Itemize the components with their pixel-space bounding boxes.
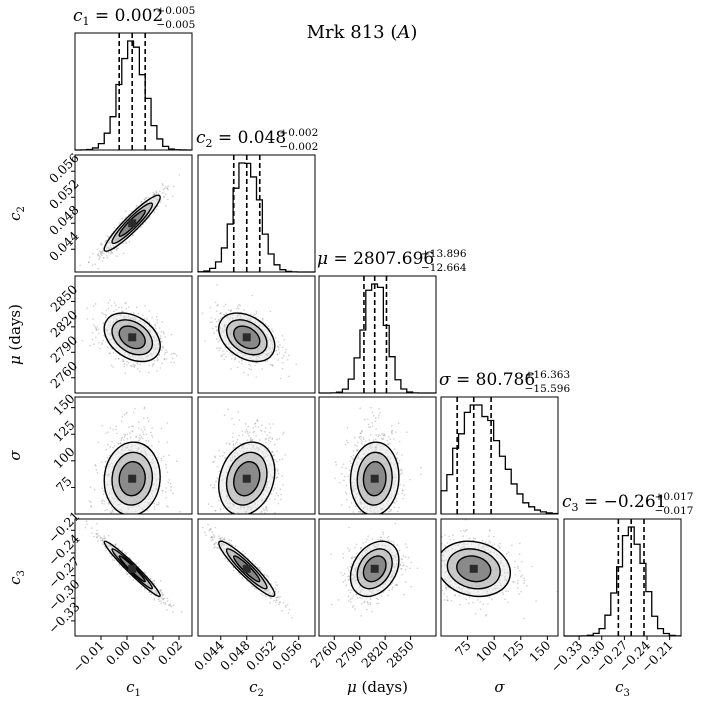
x-tick-label: 75 (452, 638, 474, 660)
y-tick-label: 100 (50, 444, 78, 472)
axis-label-c3: c3 (615, 678, 630, 699)
figure-title-main: Mrk 813 ( (307, 22, 398, 43)
scatter-content (195, 284, 297, 379)
axis-label-days: μ (days) (6, 304, 24, 365)
scatter-content (334, 392, 422, 548)
density-core (128, 333, 136, 341)
axis-label-c2: c2 (249, 678, 264, 699)
y-tick-label: 0.056 (46, 150, 82, 186)
panel-title-0: c1 = 0.002 (73, 6, 163, 28)
panel-title-plus-4: +0.017 (655, 491, 694, 503)
density-core (243, 475, 251, 483)
histogram-steps (441, 405, 558, 514)
x-tick-label: 2790 (333, 637, 366, 670)
scatter-panel-4-2 (319, 516, 436, 636)
figure-title-close: ) (410, 22, 417, 43)
scatter-panel-1-0 (75, 155, 192, 272)
density-core (371, 565, 379, 573)
hist-frame (198, 155, 315, 272)
axis-label-: σ (494, 678, 505, 696)
histogram-steps (564, 527, 681, 636)
histogram-steps (75, 41, 192, 150)
density-core (243, 333, 251, 341)
scatter-content (415, 519, 558, 619)
panel-title-minus-0: −0.005 (156, 19, 195, 31)
density-core (243, 565, 251, 573)
x-tick-label: 0.02 (155, 638, 185, 668)
scatter-content (85, 520, 183, 612)
panel-title-plus-1: +0.002 (279, 127, 318, 139)
histogram-steps (198, 163, 315, 272)
panel-title-4: c3 = −0.261 (562, 492, 667, 514)
scatter-content (202, 524, 293, 619)
y-tick-label: 75 (53, 473, 75, 495)
density-core (470, 565, 478, 573)
hist-panel-0: c1 = 0.002+0.005 −0.005 (73, 5, 195, 150)
x-tick-label: 125 (499, 638, 526, 665)
panel-title-3: σ = 80.786 (439, 370, 535, 390)
x-tick-label: 150 (526, 637, 554, 665)
panel-title-plus-3: +16.363 (525, 369, 571, 381)
histogram-steps (319, 284, 436, 393)
scatter-panel-4-3 (415, 519, 558, 636)
x-tick-label: 2820 (358, 637, 391, 670)
figure-title: Mrk 813 (A) (307, 22, 418, 43)
scatter-content (208, 409, 286, 547)
scatter-panel-3-0 (75, 394, 197, 542)
scatter-panel-3-1 (198, 397, 315, 547)
axis-label-c1: c1 (126, 678, 141, 699)
axis-label-: σ (6, 450, 24, 461)
scatter-panel-2-0 (75, 276, 192, 393)
scatter-panel-2-1 (195, 276, 315, 393)
panel-title-minus-1: −0.002 (279, 141, 318, 153)
hist-frame (75, 33, 192, 150)
x-tick-label: 2850 (384, 637, 417, 670)
panel-title-minus-4: −0.017 (655, 505, 694, 517)
scatter-content (330, 516, 418, 617)
scatter-content (89, 394, 197, 542)
x-tick-label: 100 (473, 637, 501, 665)
axis-label-days: μ (days) (347, 678, 408, 696)
axis-label-c3: c3 (6, 570, 27, 585)
panel-title-2: μ = 2807.696 (317, 249, 434, 269)
axis-label-c2: c2 (6, 206, 27, 221)
x-tick-label: 0.01 (129, 638, 159, 668)
y-tick-label: 150 (50, 391, 78, 419)
scatter-panel-3-2 (319, 392, 436, 548)
panel-title-plus-0: +0.005 (156, 5, 195, 17)
panel-title-1: c2 = 0.048 (196, 128, 286, 150)
panels-layer: c1 = 0.002+0.005 −0.005 c2 = 0.048+0.002 −0… (6, 5, 693, 699)
panel-title-plus-2: +13.896 (421, 248, 467, 260)
hist-frame (319, 276, 436, 393)
density-core (128, 565, 136, 573)
density-core (128, 219, 136, 227)
hist-panel-1: c2 = 0.048+0.002 −0.002 (196, 127, 318, 272)
density-core (128, 475, 136, 483)
x-tick-label: 0.00 (103, 637, 133, 667)
x-tick-label: 0.056 (269, 637, 305, 673)
x-tick-label: −0.01 (69, 638, 107, 676)
x-tick-label: 2760 (307, 637, 340, 670)
panel-title-minus-2: −12.664 (421, 262, 467, 274)
hist-panel-3: σ = 80.786+16.363 −15.596 (439, 369, 570, 514)
hist-panel-4: c3 = −0.261+0.017 −0.017 (562, 491, 693, 636)
scatter-content (75, 300, 177, 375)
scatter-content (79, 174, 180, 269)
density-core (371, 475, 379, 483)
figure-title-italic: A (395, 22, 410, 43)
panel-title-minus-3: −15.596 (525, 383, 571, 395)
scatter-panel-4-0 (75, 519, 192, 636)
y-tick-label: 125 (50, 417, 77, 444)
scatter-panel-4-1 (198, 519, 315, 636)
